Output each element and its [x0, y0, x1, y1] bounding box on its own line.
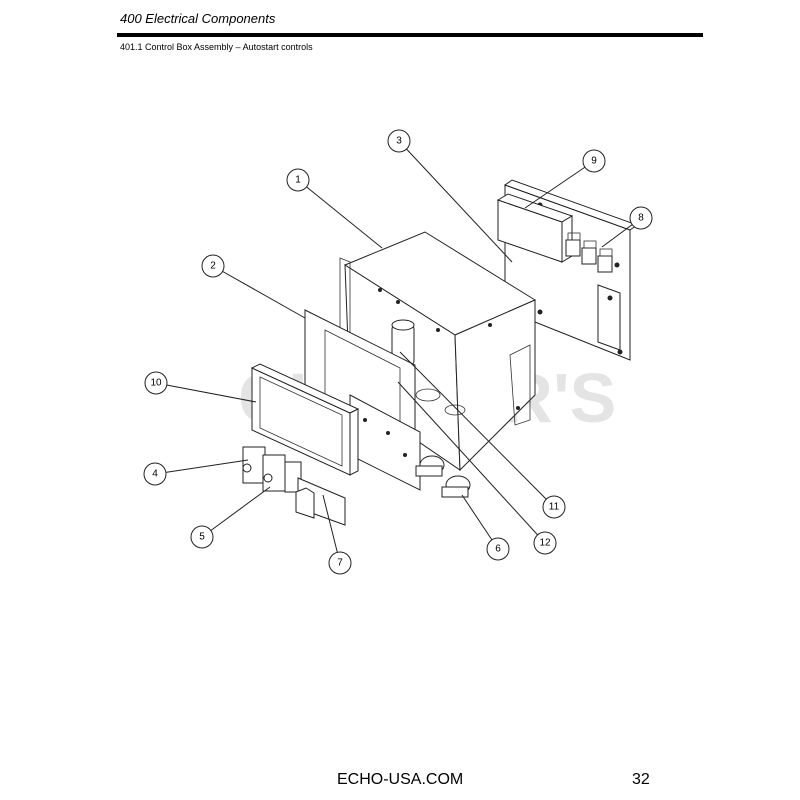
leader-4	[154, 459, 249, 475]
svg-text:4: 4	[152, 469, 158, 480]
callout-1: 1	[286, 168, 310, 192]
svg-text:5: 5	[199, 532, 205, 543]
callout-3: 3	[387, 129, 411, 153]
page-number: 32	[632, 771, 650, 788]
svg-text:7: 7	[337, 558, 343, 569]
leader-9	[524, 160, 595, 209]
svg-text:12: 12	[539, 538, 551, 549]
footer-site: ECHO-USA.COM	[337, 771, 464, 788]
svg-text:10: 10	[150, 378, 162, 389]
callout-7: 7	[328, 551, 352, 575]
svg-text:3: 3	[396, 136, 402, 147]
leader-2	[212, 265, 306, 319]
callout-10: 10	[144, 371, 168, 395]
display-panel	[250, 363, 360, 476]
leader-5	[201, 486, 271, 538]
callout-12: 12	[533, 531, 557, 555]
svg-text:8: 8	[638, 213, 644, 224]
leader-7	[322, 494, 341, 564]
svg-text:1: 1	[295, 175, 301, 186]
callout-11: 11	[542, 495, 566, 519]
control-module	[496, 193, 574, 263]
leader-1	[297, 179, 383, 249]
callout-4: 4	[143, 462, 167, 486]
page-subtitle: 401.1 Control Box Assembly – Autostart c…	[120, 42, 313, 52]
solenoid-set	[415, 455, 471, 498]
svg-text:11: 11	[549, 502, 560, 513]
callout-6: 6	[486, 537, 510, 561]
svg-text:9: 9	[591, 156, 597, 167]
callout-8: 8	[629, 206, 653, 230]
leader-12	[397, 381, 546, 544]
callout-5: 5	[190, 525, 214, 549]
callout-2: 2	[201, 254, 225, 278]
leader-3	[398, 140, 513, 263]
key-switch-bracket	[295, 477, 346, 526]
svg-text:6: 6	[495, 544, 501, 555]
leader-11	[399, 351, 555, 508]
leader-10	[155, 382, 257, 403]
switch-assembly	[242, 446, 302, 493]
section-title: 400 Electrical Components	[120, 11, 276, 26]
svg-text:2: 2	[210, 261, 216, 272]
relay-set	[565, 232, 613, 273]
callout-9: 9	[582, 149, 606, 173]
header-rule	[117, 33, 703, 37]
